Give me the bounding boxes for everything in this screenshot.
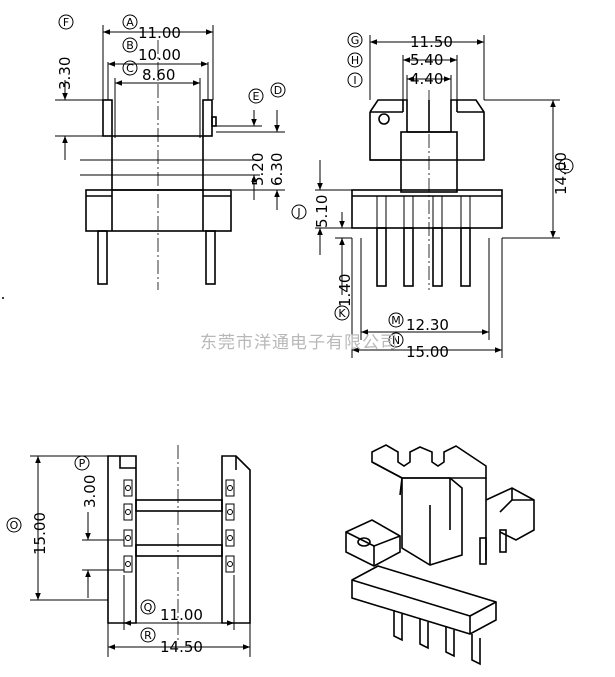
label-Q: Q <box>140 599 156 615</box>
front-view <box>55 25 285 290</box>
svg-text:K: K <box>338 307 346 320</box>
label-D: D <box>270 82 286 98</box>
label-C: C <box>122 60 138 76</box>
dim-O-value: 15.00 <box>31 512 49 555</box>
dim-C-value: 8.60 <box>142 66 175 84</box>
label-I: I <box>347 72 363 88</box>
svg-text:A: A <box>126 16 134 29</box>
label-M: M <box>388 312 404 328</box>
svg-text:J: J <box>296 206 300 219</box>
dim-I-value: 4.40 <box>410 70 443 88</box>
dim-D-value: 6.30 <box>268 153 286 186</box>
svg-text:E: E <box>253 90 260 103</box>
dim-R-value: 14.50 <box>160 638 203 656</box>
svg-text:B: B <box>126 39 134 52</box>
svg-text:O: O <box>10 519 19 532</box>
label-B: B <box>122 37 138 53</box>
label-L: L <box>558 158 574 174</box>
svg-text:C: C <box>126 62 134 75</box>
dimension-values: 11.00 10.00 8.60 3.30 5.20 6.30 11.50 5.… <box>31 24 570 656</box>
svg-text:L: L <box>563 160 570 173</box>
label-N: N <box>388 332 404 348</box>
dim-M-value: 12.30 <box>406 316 449 334</box>
svg-text:Q: Q <box>144 601 153 614</box>
circled-labels: A B C D E F G H I J K L M N O P Q R <box>6 14 574 643</box>
bottom-view <box>30 445 251 657</box>
label-H: H <box>347 52 363 68</box>
svg-text:H: H <box>351 54 359 67</box>
dim-H-value: 5.40 <box>410 51 443 69</box>
isometric-view <box>345 444 535 666</box>
label-F: F <box>58 14 74 30</box>
watermark-text: 东莞市洋通电子有限公司 <box>200 333 398 353</box>
label-E: E <box>248 88 264 104</box>
svg-text:I: I <box>353 74 356 87</box>
dim-G-value: 11.50 <box>410 33 453 51</box>
dim-L-value: 14.00 <box>552 152 570 195</box>
svg-text:M: M <box>391 314 401 327</box>
stray-dot <box>2 297 4 299</box>
label-A: A <box>122 14 138 30</box>
label-J: J <box>291 204 307 220</box>
svg-text:P: P <box>79 457 86 470</box>
dim-K-value: 1.40 <box>336 274 354 307</box>
svg-text:N: N <box>392 334 400 347</box>
dim-J-value: 5.10 <box>313 195 331 228</box>
label-O: O <box>6 517 22 533</box>
svg-text:G: G <box>351 34 360 47</box>
svg-text:R: R <box>144 629 152 642</box>
side-view <box>315 35 560 358</box>
dim-E-value: 5.20 <box>249 153 267 186</box>
dim-F-value: 3.30 <box>56 57 74 90</box>
dim-Q-value: 11.00 <box>160 606 203 624</box>
dim-P-value: 3.00 <box>81 475 99 508</box>
dim-N-value: 15.00 <box>406 343 449 361</box>
dim-B-value: 10.00 <box>138 46 181 64</box>
svg-text:D: D <box>274 84 282 97</box>
label-R: R <box>140 627 156 643</box>
label-P: P <box>74 455 90 471</box>
label-K: K <box>334 305 350 321</box>
dim-A-value: 11.00 <box>138 24 181 42</box>
svg-text:F: F <box>63 16 69 29</box>
label-G: G <box>347 32 363 48</box>
